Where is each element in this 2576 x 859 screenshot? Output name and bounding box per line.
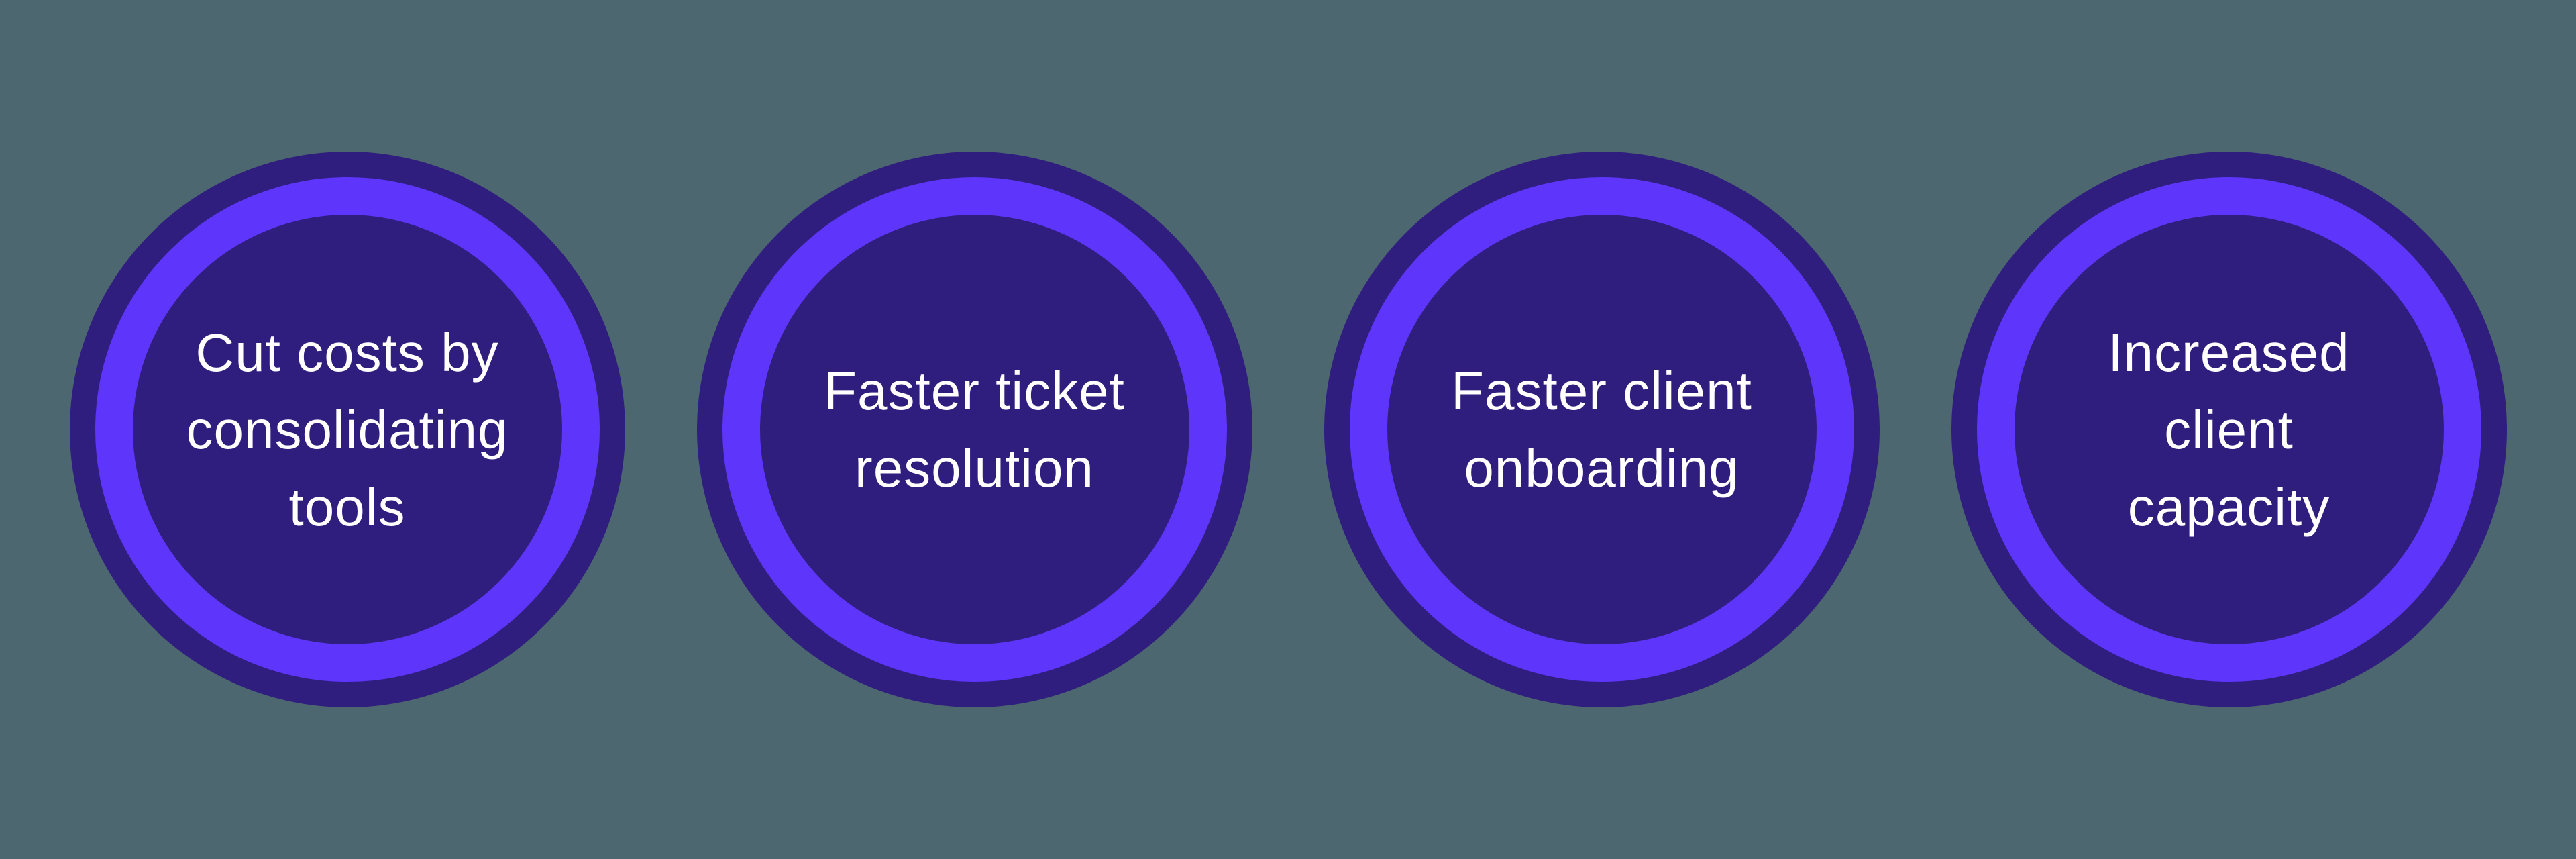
benefit-label: Cut costs by consolidating tools xyxy=(186,322,508,537)
benefit-inner-disc: Faster client onboarding xyxy=(1387,215,1817,644)
benefit-inner-disc: Increased client capacity xyxy=(2014,215,2444,644)
benefit-label: Increased client capacity xyxy=(2108,322,2350,537)
benefit-ring: Cut costs by consolidating tools xyxy=(95,177,600,682)
benefit-ring: Faster ticket resolution xyxy=(722,177,1227,682)
benefit-ring: Faster client onboarding xyxy=(1349,177,1854,682)
benefit-circle-ticket-resolution: Faster ticket resolution xyxy=(696,152,1252,707)
benefit-label: Faster client onboarding xyxy=(1451,361,1752,498)
benefit-inner-disc: Cut costs by consolidating tools xyxy=(132,215,562,644)
benefit-circles-row: Cut costs by consolidating tools Faster … xyxy=(69,152,2507,707)
benefit-circle-client-capacity: Increased client capacity xyxy=(1951,152,2507,707)
benefit-circle-client-onboarding: Faster client onboarding xyxy=(1324,152,1880,707)
benefit-label: Faster ticket resolution xyxy=(824,361,1125,498)
benefit-inner-disc: Faster ticket resolution xyxy=(759,215,1189,644)
benefit-ring: Increased client capacity xyxy=(1976,177,2481,682)
benefit-circle-cut-costs: Cut costs by consolidating tools xyxy=(69,152,625,707)
